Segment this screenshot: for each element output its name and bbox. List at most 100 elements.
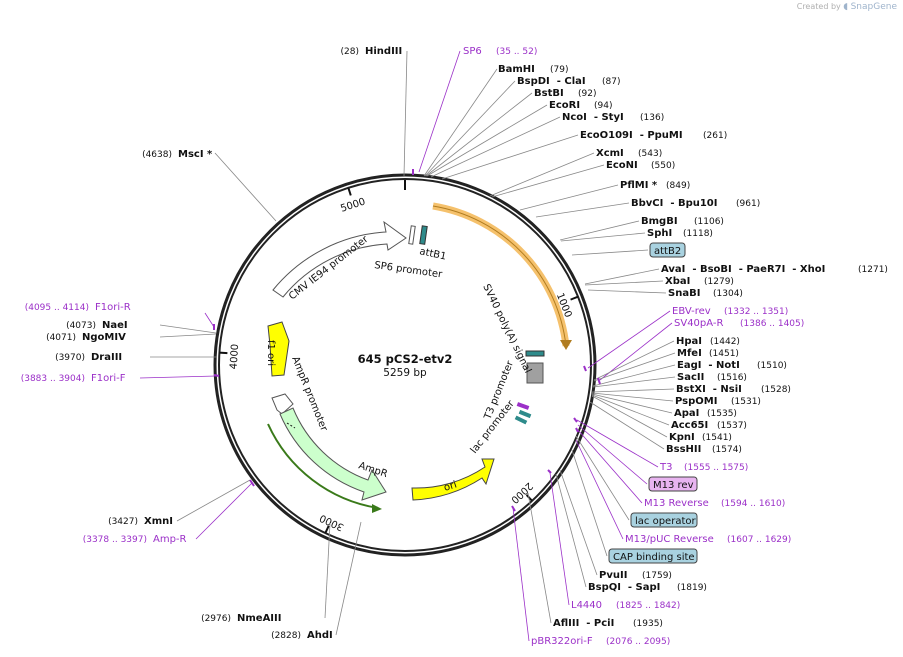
label-name: attB2: [654, 246, 681, 257]
leader-line: [591, 388, 675, 393]
label-sp6-promoter: SP6 promoter: [374, 260, 444, 281]
leader-line: [441, 134, 579, 180]
label-pos: (2076 .. 2095): [606, 637, 670, 647]
leader-line: [577, 424, 648, 485]
label-pos: (1935): [633, 619, 663, 629]
label-name: ApaI: [674, 408, 699, 419]
sv40-arrowhead: [560, 340, 572, 350]
tick-1000: [570, 295, 579, 301]
label-name: HpaI: [676, 336, 702, 347]
label-pos: (3378 .. 3397): [83, 535, 147, 545]
label-f1-ori: f1 ori: [265, 340, 276, 366]
label-pos: (849): [666, 181, 690, 191]
label-name: AflIII - PciI: [553, 618, 614, 629]
label-pos: (79): [550, 65, 568, 75]
leader-line: [324, 522, 331, 619]
leader-line: [159, 324, 217, 334]
label-pos: (1759): [642, 571, 672, 581]
label-name: pBR322ori-F: [531, 636, 593, 647]
leader-line: [584, 280, 664, 286]
right-label-33: M13/pUC Reverse(1607 .. 1629): [625, 534, 791, 545]
label-name: BspQI - SapI: [588, 582, 660, 593]
right-label-22: SacII(1516): [677, 372, 747, 383]
right-label-15: XbaI(1279): [665, 276, 734, 287]
label-pos: (2976): [201, 614, 231, 624]
right-label-31: M13 Reverse(1594 .. 1610): [644, 498, 785, 509]
right-label-9: PflMI *(849): [620, 180, 690, 191]
label-name: DraIII: [91, 352, 122, 363]
attb2-box: [649, 242, 686, 258]
leader-line: [576, 419, 659, 468]
leader-line: [512, 507, 530, 642]
label-name: AvaI - BsoBI - PaeR7I - XhoI: [661, 264, 825, 275]
label-name: BspDI - ClaI: [517, 76, 586, 87]
leader-line: [159, 333, 217, 338]
left-label-0: (28)HindIII: [341, 46, 403, 57]
leader-line: [591, 393, 673, 414]
label-name: HindIII: [365, 46, 402, 57]
label-pos: (543): [638, 149, 662, 159]
label-name: MscI *: [178, 149, 213, 160]
feature-cap-glyph: [514, 415, 528, 425]
label-name: NcoI - StyI: [562, 112, 624, 123]
left-label-2: (4095 .. 4114)F1ori-R: [25, 302, 131, 313]
right-label-8: EcoNI(550): [606, 160, 675, 171]
label-name: EcoO109I - PpuMI: [580, 130, 683, 141]
right-label-34: CAP binding site: [608, 548, 698, 564]
backbone-outer: [213, 173, 597, 557]
right-label-12: SphI(1118): [647, 228, 713, 239]
feature-attb2-glyph: [525, 350, 545, 357]
label-name: NgoMIV: [82, 332, 126, 343]
right-label-32: lac operator: [630, 512, 698, 528]
backbone-inner: [218, 178, 592, 552]
ampr-track-arrowhead: [372, 504, 382, 513]
label-name: PvuII: [599, 570, 627, 581]
label-name: F1ori-F: [91, 373, 126, 384]
right-label-29: T3(1555 .. 1575): [659, 462, 748, 473]
leader-line: [418, 50, 461, 173]
label-name: M13/pUC Reverse: [625, 534, 714, 545]
label-name: M13 rev: [653, 480, 694, 491]
tick-label-3000: 3000: [318, 512, 346, 533]
label-pos: (550): [651, 161, 675, 171]
lac-operator-box: [630, 512, 698, 528]
label-pos: (92): [578, 89, 596, 99]
label-name: BmgBI: [641, 216, 678, 227]
right-label-2: BspDI - ClaI(87): [517, 76, 620, 87]
ampr-dashed-mark: [286, 422, 296, 429]
right-label-28: BssHII(1574): [666, 444, 742, 455]
feature-f1-ori: [267, 321, 290, 377]
right-label-3: BstBI(92): [534, 88, 596, 99]
leader-line: [589, 401, 665, 450]
left-label-3: (4073)NaeI: [66, 320, 128, 331]
label-pos: (4638): [142, 150, 172, 160]
leader-line: [424, 80, 516, 177]
label-pos: (1531): [731, 397, 761, 407]
leader-line: [593, 352, 676, 382]
leader-line: [593, 340, 675, 381]
leader-line: [139, 375, 217, 379]
label-name: BbvCI - Bpu10I: [631, 198, 718, 209]
leader-line: [549, 472, 570, 606]
feature-ampr-promoter-glyph: [271, 393, 294, 415]
right-label-36: BspQI - SapI(1819): [588, 582, 707, 593]
tick-label-5000: 5000: [339, 196, 367, 214]
m13rev-box: [648, 476, 698, 492]
right-label-column: SP6(35 .. 52) BamHI(79) BspDI - ClaI(87)…: [463, 46, 888, 647]
label-name: Acc65I: [671, 420, 708, 431]
right-label-24: PspOMI(1531): [675, 396, 761, 407]
left-label-5: (3970)DraIII: [55, 352, 122, 363]
ebv-rev-mark: [583, 365, 587, 372]
l4440-mark: [547, 469, 552, 474]
feature-sp6-glyph: [408, 225, 416, 245]
label-leader-lines: [139, 50, 676, 642]
label-pos: (1528): [761, 385, 791, 395]
leader-line: [491, 164, 605, 198]
right-label-17: EBV-rev(1332 .. 1351): [672, 306, 788, 317]
watermark-brand: SnapGene: [850, 2, 897, 12]
label-attb1: attB1: [418, 246, 447, 262]
label-name: M13 Reverse: [644, 498, 709, 509]
right-label-6: EcoO109I - PpuMI(261): [580, 130, 727, 141]
leader-line: [575, 435, 630, 521]
